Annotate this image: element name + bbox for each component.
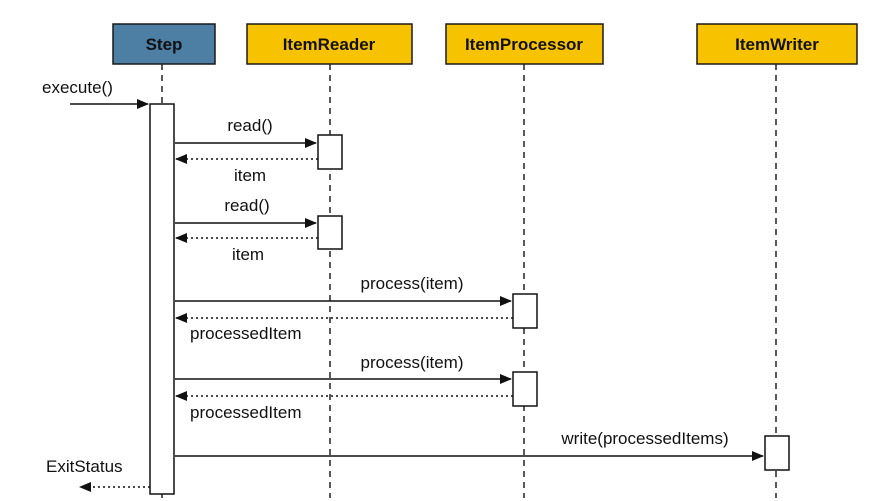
participant-itemwriter-label: ItemWriter [735,35,819,54]
message-exitstatus-label: ExitStatus [46,457,123,476]
participant-itemreader-box [246,23,413,65]
message-read-1-label: read() [227,116,272,135]
participant-itemwriter-box [696,23,858,65]
message-read-2: read() [175,196,317,228]
activation-itemreader-2 [317,215,343,250]
message-execute: execute() [42,78,149,109]
participant-itemreader-label: ItemReader [283,35,376,54]
message-processeditem-2-label: processedItem [190,403,302,422]
message-process-1: process(item) [175,274,512,306]
message-read-1: read() [175,116,317,148]
participant-itemprocessor-label: ItemProcessor [465,35,583,54]
participant-itemprocessor-box [445,23,604,65]
activation-itemprocessor-2 [512,371,538,407]
message-item-2: item [175,233,318,264]
participant-itemprocessor: ItemProcessor [445,23,604,65]
participant-step-label: Step [146,35,183,54]
message-execute-label: execute() [42,78,113,97]
message-process-2: process(item) [175,353,512,384]
message-read-2-label: read() [224,196,269,215]
message-item-1: item [175,154,318,185]
activation-itemwriter [764,435,790,471]
message-exitstatus: ExitStatus [46,457,150,492]
message-process-2-label: process(item) [361,353,464,372]
activation-step [149,103,175,495]
participant-step-box [112,23,216,65]
activation-itemprocessor-1 [512,293,538,329]
participant-step: Step [112,23,216,65]
message-item-2-label: item [232,245,264,264]
activation-itemreader-1 [317,134,343,170]
message-process-1-label: process(item) [361,274,464,293]
message-item-1-label: item [234,166,266,185]
message-processeditem-1-label: processedItem [190,324,302,343]
message-processeditem-1: processedItem [175,313,513,343]
message-write-label: write(processedItems) [560,429,728,448]
message-write: write(processedItems) [175,429,764,461]
participant-itemreader: ItemReader [246,23,413,65]
message-processeditem-2: processedItem [175,391,513,422]
participant-itemwriter: ItemWriter [696,23,858,65]
